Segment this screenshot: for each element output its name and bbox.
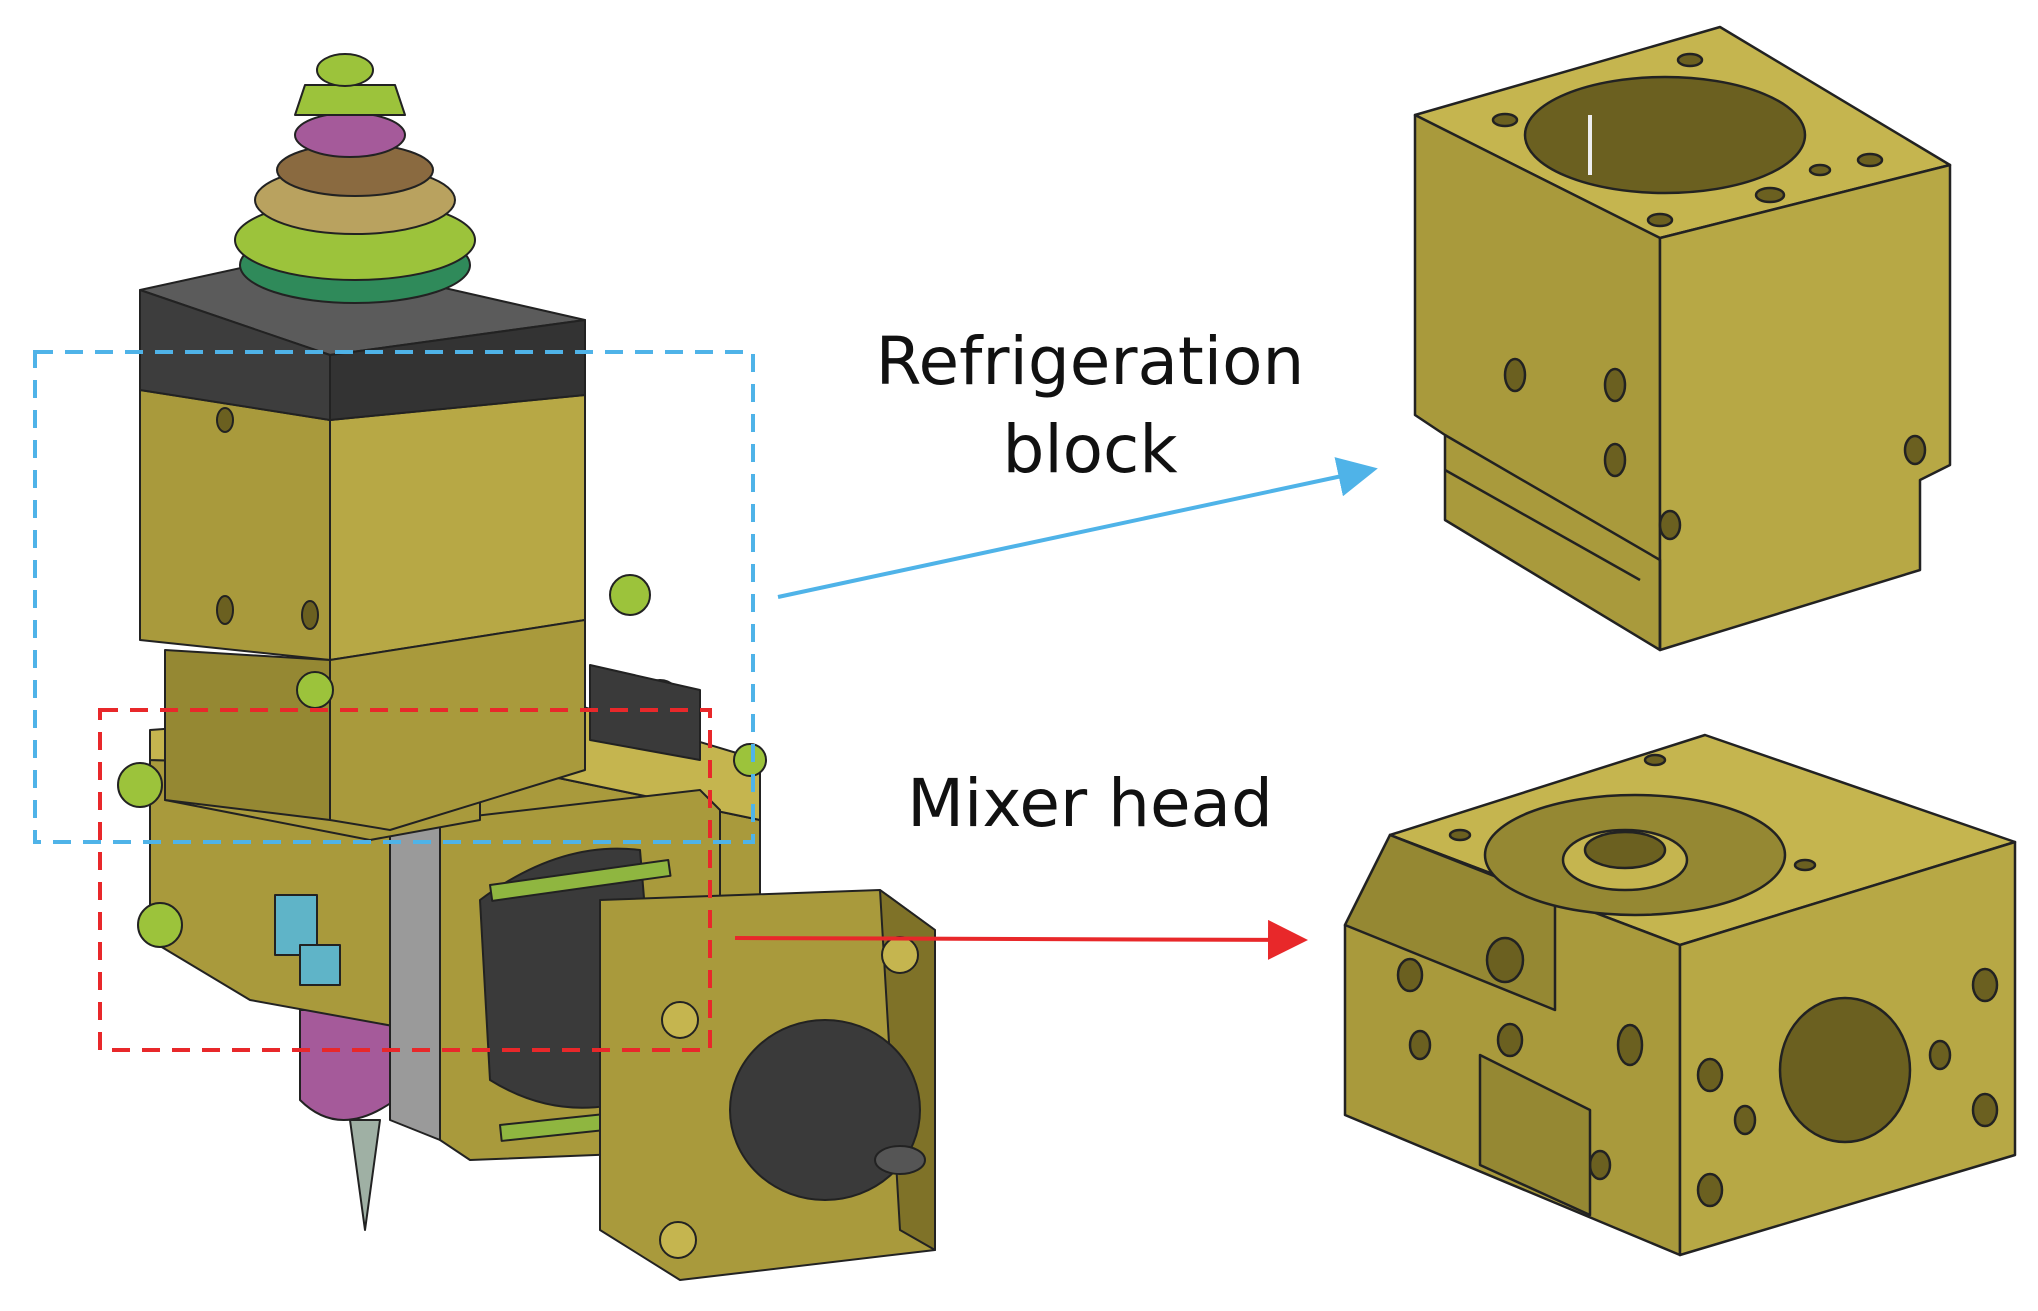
refrig-detail-step-line — [1444, 468, 1641, 582]
fitting-1 — [609, 574, 651, 616]
motor-plate-left — [389, 824, 441, 1141]
top-nut — [294, 84, 406, 116]
nozzle-body — [299, 1009, 396, 1121]
tie-rod-top — [489, 858, 672, 902]
refrig-detail-step — [1444, 433, 1662, 650]
refrig-side — [329, 394, 586, 661]
refrigeration-highlight-box — [33, 350, 755, 844]
side-bracket — [589, 664, 701, 761]
mixer-arrow — [734, 919, 1308, 960]
mixer-detail-side-hole-4 — [1971, 967, 1999, 1003]
mixer-detail-front-hole-6 — [1588, 1149, 1612, 1181]
fitting-4 — [117, 762, 163, 808]
top-fitting — [316, 53, 374, 87]
mixer-highlight-box — [98, 708, 712, 1052]
full-assembly — [117, 53, 936, 1281]
refrig-detail-front-hole-1 — [1503, 357, 1527, 393]
mixer-head-detail — [1343, 733, 2017, 1257]
mixer-detail-hub-bore — [1583, 830, 1667, 870]
refrigeration-arrow — [777, 457, 1378, 599]
refrig-detail-hole-d — [1646, 212, 1674, 228]
fitting-5 — [137, 902, 183, 948]
refrig-detail-hole-a — [1491, 112, 1519, 128]
refrig-detail-side — [1658, 163, 1952, 652]
top-cap-side — [329, 319, 586, 421]
mixer-detail-front-hole-5 — [1408, 1029, 1432, 1061]
mixer-detail-front-hole-3 — [1496, 1022, 1524, 1058]
refrig-detail-bore — [1523, 75, 1807, 195]
mixer-detail-top-hole-1 — [1643, 753, 1667, 767]
mixer-detail-top-hole-2 — [1793, 858, 1817, 872]
mixer-detail-side-hole-2 — [1733, 1104, 1757, 1136]
mixer-head-label: Mixer head — [907, 765, 1273, 842]
flange-bolt-tl — [661, 1001, 699, 1039]
refrig-detail-side-hole-2 — [1658, 509, 1682, 541]
mixer-detail-side-hole-3 — [1928, 1039, 1952, 1071]
flange-bolt-tr — [881, 936, 919, 974]
nozzle-tip — [349, 1119, 381, 1231]
mixer-detail-front-hole-4 — [1616, 1023, 1644, 1067]
stack-pink-ring — [294, 112, 406, 158]
refrig-hole-1 — [216, 595, 234, 625]
refrig-detail-hole-e — [1754, 186, 1786, 204]
mixer-detail-front-hole-1 — [1396, 957, 1424, 993]
mixer-detail-top-hole-3 — [1448, 828, 1472, 842]
mixer-detail-front-cut — [1478, 1053, 1592, 1217]
refrig-detail-side-hole-1 — [1903, 434, 1927, 466]
refrig-hole-2 — [301, 600, 319, 630]
motor-shaft — [874, 1145, 926, 1175]
refrig-hole-3 — [216, 407, 234, 433]
refrig-detail-hole-c — [1856, 152, 1884, 168]
mixer-detail-side-bore — [1778, 996, 1912, 1144]
motor-end-cap — [729, 1019, 921, 1201]
sensor-fitting-2 — [299, 944, 341, 986]
fitting-2 — [296, 671, 334, 709]
refrig-detail-front-hole-3 — [1603, 442, 1627, 478]
refrigeration-block-detail — [1413, 25, 1952, 652]
refrig-base-front — [164, 649, 331, 821]
mixer-detail-side-hole-1 — [1696, 1057, 1724, 1093]
mixer-detail-side-hole-5 — [1971, 1092, 1999, 1128]
refrig-detail-hole-b — [1676, 52, 1704, 68]
fitting-6 — [733, 743, 767, 777]
flange-bolt-bl — [659, 1221, 697, 1259]
mixer-detail-front-hole-7 — [1485, 936, 1525, 984]
mixer-detail-side-hole-6 — [1696, 1172, 1724, 1208]
refrigeration-block-label: Refrigeration block — [875, 323, 1305, 488]
refrig-detail-hole-f — [1808, 163, 1832, 177]
refrig-detail-front-hole-2 — [1603, 367, 1627, 403]
